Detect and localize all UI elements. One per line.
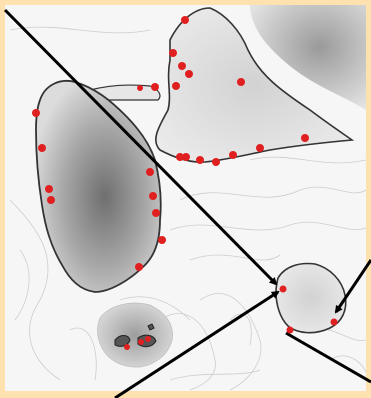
site-marker-icon: [301, 134, 309, 142]
site-marker-icon: [176, 153, 184, 161]
southern-islets: [114, 323, 157, 348]
southern-island: [97, 302, 173, 368]
site-marker-icon: [279, 285, 287, 293]
site-marker-icon: [286, 326, 294, 334]
site-marker-icon: [32, 109, 40, 117]
western-island: [35, 80, 162, 293]
site-marker-icon: [178, 62, 186, 70]
pointer-se-from-southeast-island: [285, 331, 371, 384]
site-marker-icon: [145, 336, 151, 342]
eastern-island: [155, 7, 355, 163]
site-marker-icon: [330, 318, 338, 326]
site-marker-icon: [124, 344, 130, 350]
pointer-sw-to-southeast-island: [114, 290, 280, 398]
site-marker-icon: [182, 153, 190, 161]
site-marker-icon: [212, 158, 220, 166]
site-marker-icon: [146, 168, 154, 176]
contour-lines: [9, 26, 367, 391]
site-marker-icon: [181, 16, 189, 24]
site-marker-icon: [45, 185, 53, 193]
site-marker-icon: [185, 70, 193, 78]
site-marker-icon: [229, 151, 237, 159]
site-marker-icon: [169, 49, 177, 57]
site-marker-icon: [47, 196, 55, 204]
pointer-lines: [3, 8, 371, 398]
site-marker-icon: [137, 85, 143, 91]
site-marker-icon: [149, 192, 157, 200]
pointer-nw-to-southeast-island: [3, 8, 278, 286]
site-marker-icon: [237, 78, 245, 86]
site-marker-icon: [172, 82, 180, 90]
northeast-relief-area: [250, 5, 366, 110]
site-markers: [32, 16, 338, 350]
site-marker-icon: [196, 156, 204, 164]
site-marker-icon: [138, 339, 144, 345]
site-marker-icon: [135, 263, 143, 271]
site-marker-icon: [158, 236, 166, 244]
site-marker-icon: [152, 209, 160, 217]
site-marker-icon: [38, 144, 46, 152]
site-marker-icon: [151, 83, 159, 91]
pointer-ne-to-southeast-island: [334, 259, 371, 314]
site-marker-icon: [256, 144, 264, 152]
